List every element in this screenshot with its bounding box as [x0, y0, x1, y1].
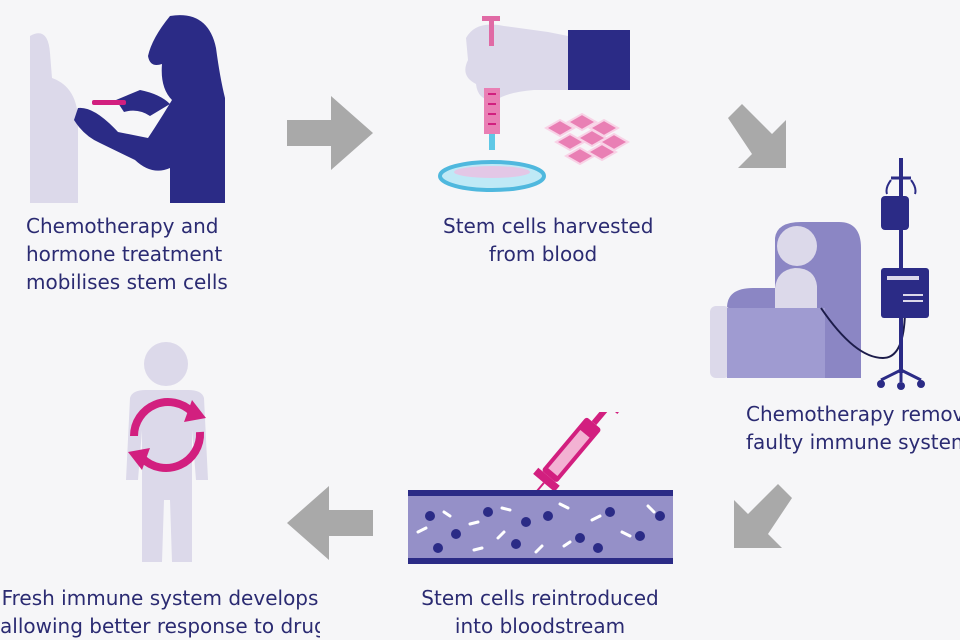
step-3-caption: Chemotherapy removes faulty immune syste… — [746, 402, 960, 454]
left-arrow-icon — [287, 486, 373, 560]
step-1-caption: Chemotherapy and hormone treatment mobil… — [26, 214, 228, 294]
renewal-person-icon — [112, 340, 222, 570]
step-5-caption: Fresh immune system develops allowing be… — [0, 586, 320, 638]
diagonal-arrow-icon — [720, 476, 800, 556]
injection-scene-icon — [20, 8, 235, 208]
right-arrow-icon — [287, 96, 373, 170]
lab-harvest-icon — [438, 10, 638, 195]
step-2-caption: Stem cells harvested from blood — [443, 214, 654, 266]
step-4-caption: Stem cells reintroduced into bloodstream — [421, 586, 659, 638]
syringe-bloodstream-icon — [408, 412, 673, 572]
iv-chair-icon — [705, 158, 960, 393]
diagonal-arrow-icon — [720, 96, 800, 176]
